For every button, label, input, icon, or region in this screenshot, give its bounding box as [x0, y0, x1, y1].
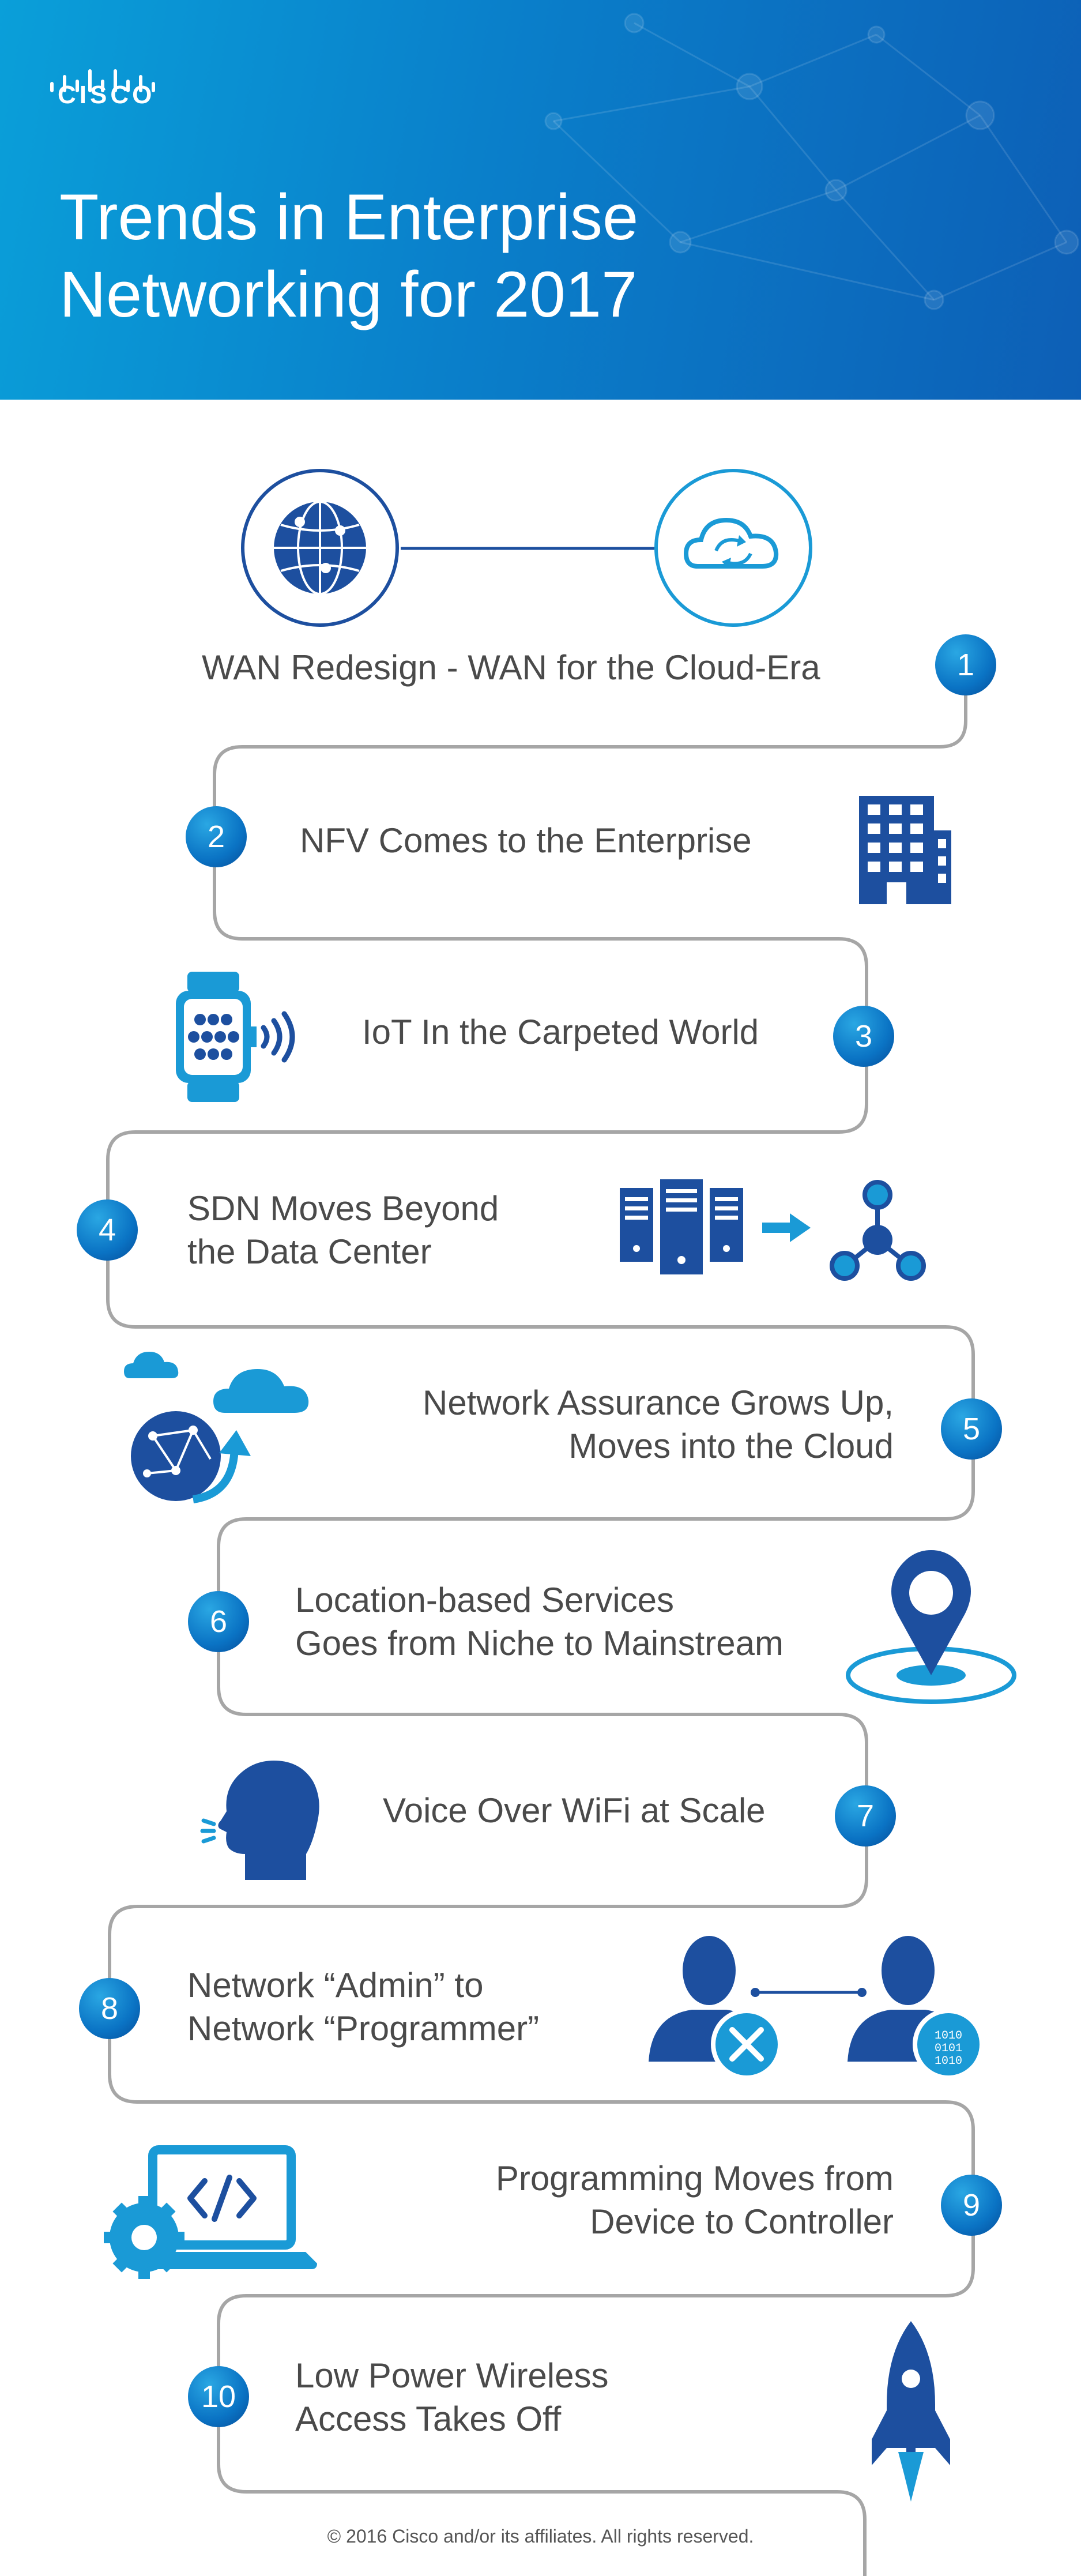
trend-8-badge: 8	[79, 1978, 140, 2039]
trend-2-badge: 2	[186, 806, 247, 867]
building-icon	[859, 796, 951, 904]
cisco-wordmark: cisco	[58, 81, 156, 109]
cloud-sync-icon	[654, 469, 812, 627]
globe-icon	[241, 469, 399, 627]
trend-5-text: Network Assurance Grows Up,Moves into th…	[423, 1383, 894, 1465]
header-banner: cisco Trends in Enterprise Networking fo…	[0, 0, 1081, 400]
trend-3-text: IoT In the Carpeted World	[362, 1013, 759, 1051]
trend-1-badge: 1	[935, 634, 996, 695]
smartwatch-icon	[176, 972, 295, 1102]
svg-text:1010: 1010	[935, 2029, 962, 2043]
rocket-icon	[872, 2321, 950, 2502]
svg-text:1010: 1010	[935, 2055, 962, 2068]
trend-10-badge: 10	[188, 2366, 249, 2427]
trend-4-badge: 4	[77, 1199, 138, 1261]
trend-7-badge: 7	[835, 1785, 896, 1847]
admin-programmer-icon: 1010 0101 1010	[649, 1936, 984, 2079]
connector-line	[401, 547, 654, 550]
server-to-network-icon	[620, 1179, 926, 1281]
globe-cloud-sync-icon	[124, 1352, 309, 1503]
title-line-2: Networking for 2017	[59, 258, 638, 330]
trend-9-badge: 9	[941, 2175, 1002, 2236]
speaking-head-icon	[200, 1761, 319, 1880]
svg-text:0101: 0101	[935, 2042, 962, 2055]
location-pin-icon	[846, 1550, 1016, 1704]
trend-2-text: NFV Comes to the Enterprise	[300, 821, 752, 860]
cisco-logo-icon	[50, 69, 155, 92]
title-line-1: Trends in Enterprise	[59, 181, 639, 253]
page-title: Trends in Enterprise Networking for 2017	[59, 179, 638, 333]
trend-5-badge: 5	[941, 1398, 1002, 1460]
network-pattern	[544, 13, 1079, 310]
trend-3-badge: 3	[833, 1006, 894, 1067]
trend-6-badge: 6	[188, 1591, 249, 1652]
laptop-code-icon	[104, 2145, 317, 2279]
trend-7-text: Voice Over WiFi at Scale	[383, 1791, 766, 1830]
copyright-footer: © 2016 Cisco and/or its affiliates. All …	[327, 2526, 754, 2547]
trend-1-text: WAN Redesign - WAN for the Cloud-Era	[202, 648, 820, 687]
